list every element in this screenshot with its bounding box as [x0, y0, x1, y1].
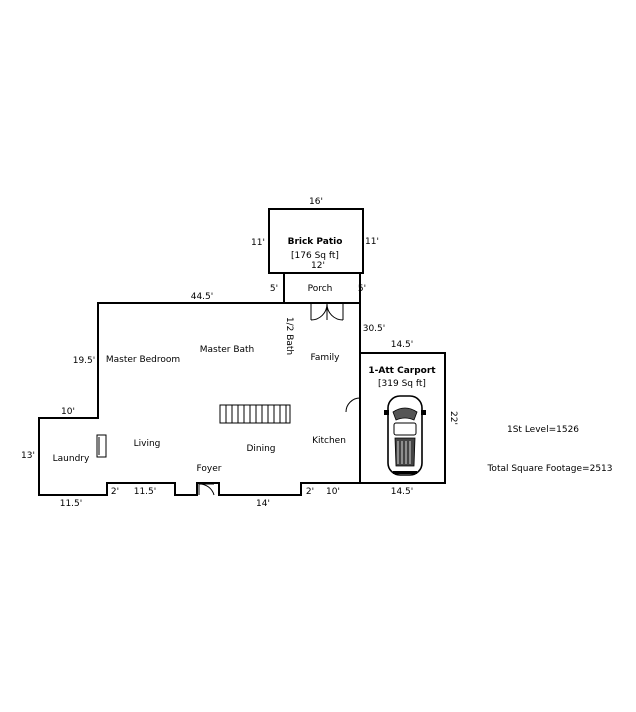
carport-outline — [359, 352, 446, 484]
dim-bottom-step1: 2' — [111, 487, 119, 497]
foyer-door — [198, 483, 215, 496]
dim-house-top: 44.5' — [191, 292, 214, 302]
dim-bedroom-left: 19.5' — [73, 356, 96, 366]
dim-patio-right: 11' — [365, 237, 379, 247]
dim-patio-bottom: 12' — [311, 261, 325, 271]
kitchen-label: Kitchen — [312, 436, 346, 446]
brick-patio-label: Brick Patio — [288, 237, 343, 247]
carport-label: 1-Att Carport — [368, 366, 436, 376]
family-label: Family — [311, 353, 341, 363]
dim-bottom-step2: 2' — [306, 487, 314, 497]
master-bedroom-label: Master Bedroom — [106, 355, 180, 365]
foyer-label: Foyer — [197, 464, 222, 474]
dim-porch-left: 5' — [270, 284, 278, 294]
brick-patio-area: [176 Sq ft] — [291, 251, 339, 261]
carport-door — [345, 397, 361, 413]
dim-carport-right: 22' — [448, 411, 458, 425]
house-outline — [38, 302, 361, 496]
master-bath-label: Master Bath — [200, 345, 255, 355]
dim-laundry-top: 10' — [61, 407, 75, 417]
dim-bottom-laundry: 11.5' — [60, 499, 83, 509]
car-icon — [384, 395, 426, 476]
dim-bottom-kitchen: 10' — [326, 487, 340, 497]
laundry-label: Laundry — [53, 454, 90, 464]
dim-laundry-left: 13' — [21, 451, 35, 461]
half-bath-label: 1/2 Bath — [284, 317, 294, 355]
dim-porch-right: 5' — [358, 284, 366, 294]
living-label: Living — [134, 439, 161, 449]
dim-bottom-living: 11.5' — [134, 487, 157, 497]
first-level-total: 1St Level=1526 — [507, 425, 579, 435]
dim-carport-bottom: 14.5' — [391, 487, 414, 497]
carport-area: [319 Sq ft] — [378, 379, 426, 389]
dim-carport-top: 14.5' — [391, 340, 414, 350]
dim-patio-top: 16' — [309, 197, 323, 207]
porch-door — [310, 303, 344, 321]
stairs — [219, 404, 291, 424]
dim-patio-left: 11' — [251, 238, 265, 248]
dim-bottom-dining: 14' — [256, 499, 270, 509]
laundry-appliance-icon — [96, 434, 107, 458]
total-square-footage: Total Square Footage=2513 — [486, 464, 612, 474]
porch-label: Porch — [308, 284, 333, 294]
dim-house-right: 30.5' — [363, 324, 386, 334]
dining-label: Dining — [246, 444, 275, 454]
